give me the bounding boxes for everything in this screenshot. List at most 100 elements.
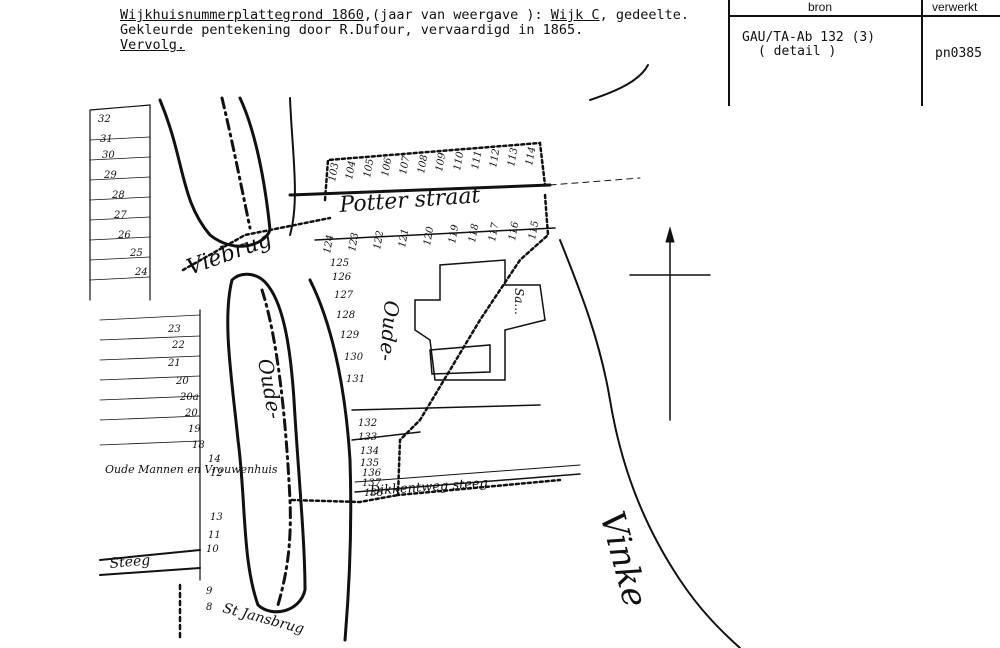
river-upper-edge [589,64,649,101]
map-header: Wijkhuisnummerplattegrond 1860,(jaar van… [120,8,720,53]
house-number: 18 [192,440,205,451]
house-number: 131 [346,374,365,385]
numbers-left-lower: 23 22 21 20 20a 20 19 18 14 12 13 11 10 … [167,324,223,613]
house-number: 137 [362,478,382,489]
house-number: 123 [347,232,361,253]
house-number: 20 [184,408,198,419]
compass-arrow [665,226,675,243]
bron-line-2: ( detail ) [758,44,837,59]
house-number: 113 [506,147,520,168]
house-number: 127 [334,290,354,301]
house-number: 20 [175,376,189,387]
house-number: 118 [467,223,481,244]
header-wijk: Wijk C [550,7,600,23]
left-lower-lots [99,314,201,446]
verwerkt-value: pn0385 [935,46,982,61]
header-title: Wijkhuisnummerplattegrond 1860 [120,7,364,23]
house-number: 129 [340,330,360,341]
table-header-rule [728,15,1000,17]
house-number: 115 [527,220,541,241]
house-number: 135 [360,458,379,469]
building-court [429,344,491,375]
house-number: 119 [447,223,461,244]
boundary-east-block [396,193,562,497]
street-extension [549,177,641,186]
house-number: 32 [98,114,111,125]
house-number: 28 [111,190,125,201]
numbers-potterstraat-south: 124 123 122 121 120 119 118 117 116 115 [322,220,541,255]
house-number: 22 [171,340,185,351]
house-number: 130 [344,352,364,363]
house-number: 107 [398,154,412,175]
label-potterstraat: Potter straat [338,183,482,218]
house-number: 13 [210,512,223,523]
house-number: 124 [322,234,336,255]
label-steeg: Steeg [109,552,151,571]
house-number: 106 [380,156,394,177]
header-line-1: Wijkhuisnummerplattegrond 1860,(jaar van… [120,8,720,23]
numbers-mid-column: 125 126 127 128 129 130 131 [330,258,365,385]
house-number: 26 [117,230,131,241]
table-border-mid [921,0,923,106]
canal-upper-bank [158,96,272,248]
river-bank [559,239,741,648]
header-line-2: Gekleurde pentekening door R.Dufour, ver… [120,22,584,38]
label-vinke: Vinke [591,507,655,611]
dikkentweg-north [354,464,581,483]
numbers-left-column: 32 31 30 29 28 27 26 25 24 [98,114,148,278]
house-number: 104 [344,160,358,181]
label-viebrug: Viebrug [184,227,276,281]
left-block-outline [89,104,151,301]
house-number: 10 [206,544,219,555]
steeg-street [99,549,201,576]
potterstraat-north [288,183,552,197]
house-number: 11 [208,530,221,541]
left-block-lots [89,136,151,281]
house-number: 24 [134,267,148,278]
house-number: 30 [102,150,115,161]
boundary-bridge [181,216,332,272]
house-number: 19 [188,424,201,435]
block-divider [351,404,541,411]
col-header-verwerkt: verwerkt [932,0,978,14]
house-number: 120 [422,225,436,246]
house-number: 14 [208,454,221,465]
house-number: 132 [358,418,377,429]
header-line-3: Vervolg. [120,37,186,53]
source-table: bron verwerkt GAU/TA-Ab 132 (3) ( detail… [728,0,1000,106]
house-number: 126 [332,272,352,283]
street-edge-west [289,97,296,236]
house-number: 103 [327,162,341,183]
house-number: 12 [210,468,223,479]
house-number: 105 [362,158,376,179]
house-number: 136 [362,468,382,479]
canal-upper-centerline [220,96,252,230]
house-number: 8 [206,602,212,613]
house-number: 109 [434,151,448,172]
bron-line-1: GAU/TA-Ab 132 (3) [742,30,876,45]
house-number: 108 [416,154,430,175]
house-number: 117 [487,221,501,242]
canal-east-quay [308,278,353,642]
house-number: 25 [129,248,143,259]
house-number: 21 [167,358,181,369]
house-number: 133 [358,432,377,443]
house-number: 29 [103,170,117,181]
block-divider-2 [351,431,421,441]
map-labels: Potter straat Viebrug Oude- Oude Mannen … [98,114,655,637]
dikkentweg-south [354,473,581,493]
header-line1-end: , gedeelte. [599,7,689,23]
potterstraat-south [314,227,556,241]
col-header-bron: bron [808,0,833,14]
numbers-low-column: 132 133 134 135 136 137 138 [358,418,383,499]
label-mannenhuis: Oude Mannen en Vrouwenhuis [105,463,278,476]
house-number: 125 [330,258,349,269]
house-number: 31 [100,134,113,145]
house-number: 111 [470,150,484,171]
house-number: 138 [364,488,383,499]
label-oude-2: Oude- [375,300,404,363]
house-number: 112 [488,148,502,169]
house-number: 20a [179,392,199,403]
house-number: 114 [524,146,538,167]
